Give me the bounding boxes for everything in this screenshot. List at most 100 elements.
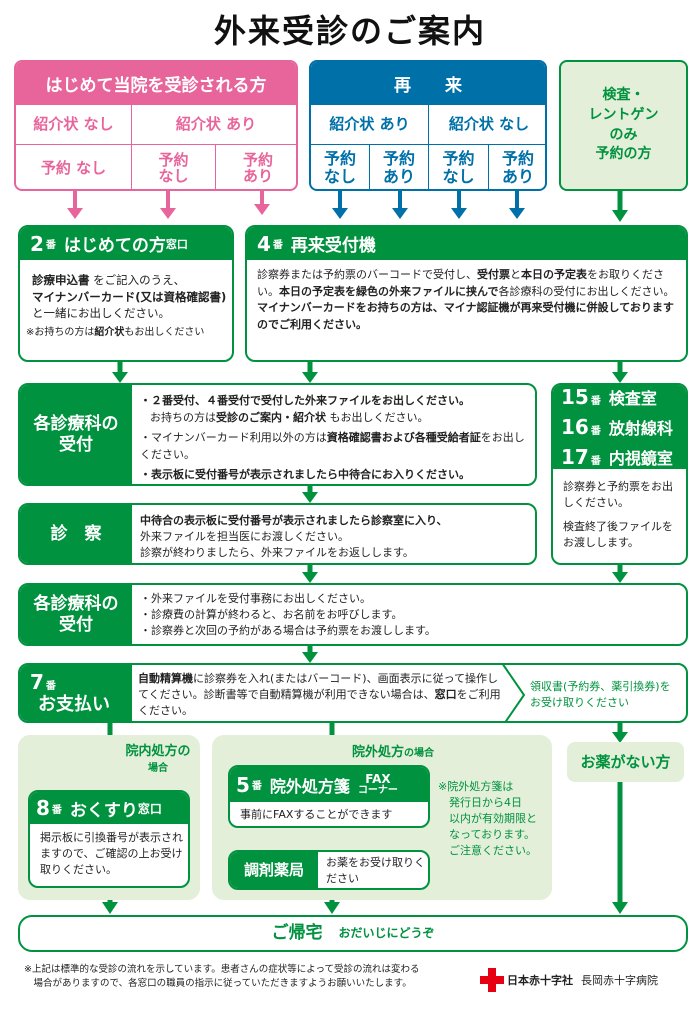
step-label: 調剤薬局 [230,852,318,888]
exam-instruction: 診察券と予約票をお出しください。 [563,480,673,509]
referral-yes: 紹介状 あり [311,105,429,145]
ban-label: 番 [45,240,56,251]
appointment-cell: 予約 なし [429,145,489,189]
bold-text: 受診のご案内・紹介状 [216,410,326,424]
window-number: 5 [236,772,250,797]
window-number: 2 [30,231,44,256]
hospital-name: 長岡赤十字病院 [581,974,658,987]
window-number: 7 [30,670,44,695]
bullet: ・診察券と次回の予約がある場合は予約票をお渡しします。 [140,623,436,637]
ban-label: 番 [590,456,601,467]
return-visit-box: 再 来 紹介状 あり 紹介状 なし 予約 なし 予約 あり 予約 なし 予約 あ… [309,60,547,191]
text: もお出しください。 [326,410,429,424]
red-cross-icon [480,968,504,992]
text: に診察券を入れ(またはバーコード)、画面表示に従って操作してください。診断書等で… [138,672,499,701]
text: 外来ファイルを担当医にお渡しください。 [140,529,349,543]
first-visit-box: はじめて当院を受診される方 紹介状 なし 紹介状 あり 予約 なし 予約 なし … [14,60,298,191]
window-suffix: 窓口 [137,801,162,816]
window-suffix: 窓口 [165,237,188,251]
window-title: 院外処方箋 [269,776,350,796]
text: 院内処方の [125,744,191,759]
text: をお取りください。 [257,268,664,298]
window-number: 8 [36,796,50,820]
payment-instructions: 自動精算機に診察券を入れ(またはバーコード)、画面表示に従って操作してください。… [138,671,503,719]
step-label: 各診療科の 受付 [20,585,132,644]
room-name: 放射線科 [608,419,673,438]
fax-label: コーナー [357,785,398,796]
bold-text: 本日の予定表を緑色の外来ファイルに挟んで [279,284,499,298]
exam-only-box: 検査・ レントゲン のみ 予約の方 [559,60,688,191]
bullet: ・２番受付、４番受付で受付した外来ファイルをお出しください。 [140,394,470,407]
text: 診察券または予約票のバーコードで受付し、 [257,268,477,281]
step-instructions: 中待合の表示板に受付番号が表示されましたら診察室に入り、外来ファイルを担当医にお… [140,513,532,561]
text: をご記入のうえ、 [89,273,186,287]
room-name: 内視鏡室 [608,449,673,468]
bold-text: 自動精算機 [138,672,193,685]
appointment-yes: 予約 あり [242,150,273,185]
window-title: 再来受付機 [290,236,376,256]
room-name: 検査室 [608,389,657,408]
bold-text: マイナンバーカード(又は資格確認書) [32,289,227,304]
window2-instructions: 診療申込書 をご記入のうえ、 マイナンバーカード(又は資格確認書)と一緒にお出し… [32,272,228,322]
text: 院外処方 [352,745,405,760]
step-label: お支払い [38,694,110,716]
text: 各診療科の受付にお出しください。 [498,284,675,298]
bold-text: マイナンバーカードをお持ちの方は、マイナ認証機が再来受付機に併設しておりますので… [257,301,674,331]
bullet: ・診療費の計算が終わると、お名前をお呼びします。 [140,607,403,621]
in-house-label: 院内処方の場合 [118,740,198,774]
chevron-right-icon [502,665,526,721]
window-title: おくすり [69,800,138,821]
referral-none: 紹介状 なし [16,105,132,145]
room-number: 16 [561,415,589,439]
department-reception-step-2: 各診療科の 受付 ・外来ファイルを受付事務にお出しください。・診療費の計算が終わ… [18,583,688,646]
fax-label: FAX [365,772,391,786]
prescription-note: ※院外処方箋は 発行日から4日 以内が有効期限と なっております。 ご注意くださ… [438,780,537,857]
text: をお出しください。 [140,431,525,461]
bold-text: 受付票 [477,268,510,281]
bullet: ・マイナンバーカード利用以外の方は資格確認書および各種受給者証をお出しください。 [140,430,532,463]
department-reception-step: 各診療科の 受付 ・２番受付、４番受付で受付した外来ファイルをお出しください。 … [18,383,537,486]
page-title: 外来受診のご案内 [213,12,486,50]
appointment-none: 予約 なし [132,145,216,189]
bullet: ・表示板に受付番号が表示されましたら中待合にお入りください。 [140,468,470,481]
home-title: ご帰宅 [271,923,323,944]
bold-text: 本日の予定表 [521,268,587,281]
consultation-step: 診 察 中待合の表示板に受付番号が表示されましたら診察室に入り、外来ファイルを担… [18,503,537,565]
window4-instructions: 診察券または予約票のバーコードで受付し、受付票と本日の予定表をお取りください。本… [257,267,682,333]
ban-label: 番 [51,804,62,816]
appointment-cell: 予約 なし [311,145,370,189]
text: ※お持ちの方は [26,327,95,338]
footnote: ※上記は標準的な受診の流れを示しています。患者さんの症状等によって受診の流れは変… [24,964,420,990]
appointment-none: 予約 なし [16,145,132,189]
text: と一緒にお出しください。 [32,306,170,321]
ban-label: 番 [272,240,283,251]
org-name: 日本赤十字社 [507,974,573,987]
first-visit-header: はじめて当院を受診される方 [16,62,296,105]
go-home-box: ご帰宅おだいじにどうぞ [18,915,688,952]
home-subtitle: おだいじにどうぞ [338,925,435,940]
pharmacy-instructions: お薬をお受け取りください [326,856,425,885]
room-number: 17 [561,445,589,469]
text: ・マイナンバーカード利用以外の方は [140,431,327,444]
text: 中待合の表示板に受付番号が表示されましたら診察室に入り、 [140,514,448,527]
pharmacy-box: 調剤薬局 お薬をお受け取りください [228,850,430,890]
ban-label: 番 [45,681,56,693]
text: 診察が終わりましたら、外来ファイルをお返しします。 [140,545,414,559]
return-visit-header: 再 来 [311,62,545,105]
step-instructions: ・２番受付、４番受付で受付した外来ファイルをお出しください。 お持ちの方は受診の… [140,393,532,484]
ban-label: 番 [590,426,601,437]
text: の場合 [404,748,435,759]
referral-yes: 紹介状 あり [132,105,296,145]
fax-instructions: 事前にFAXすることができます [240,808,393,821]
medicine-instructions: 掲示板に引換番号が表示されますので、ご確認の上お受け取りください。 [40,831,183,876]
text: をご利用ください。 [138,687,501,717]
